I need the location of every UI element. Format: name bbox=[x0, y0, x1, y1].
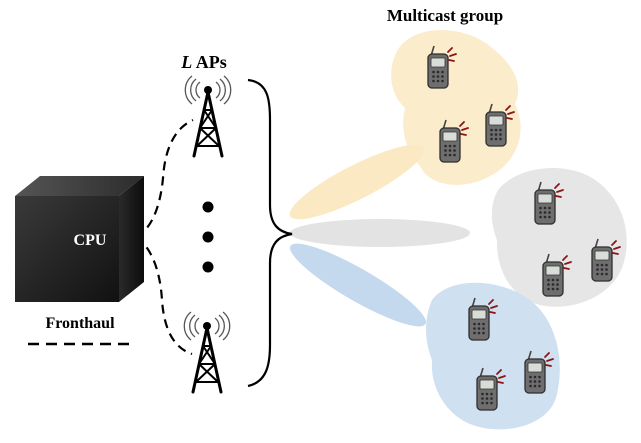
beam-blue bbox=[289, 243, 427, 327]
beam-yellow bbox=[289, 144, 425, 220]
ap-brace bbox=[247, 78, 293, 388]
beam-gray bbox=[290, 219, 470, 247]
ap-count-label: L APs bbox=[180, 52, 227, 72]
fronthaul-link-bottom bbox=[135, 236, 193, 356]
ellipsis-dots bbox=[202, 201, 214, 273]
fronthaul-link-top bbox=[135, 118, 194, 238]
cpu-cube-icon bbox=[15, 176, 144, 302]
cpu-label: CPU bbox=[74, 232, 107, 249]
antenna-tower-icon bbox=[182, 310, 232, 394]
multicast-group-title: Multicast group bbox=[387, 6, 503, 25]
fronthaul-label: Fronthaul bbox=[45, 315, 115, 332]
antenna-tower-icon bbox=[183, 74, 233, 158]
